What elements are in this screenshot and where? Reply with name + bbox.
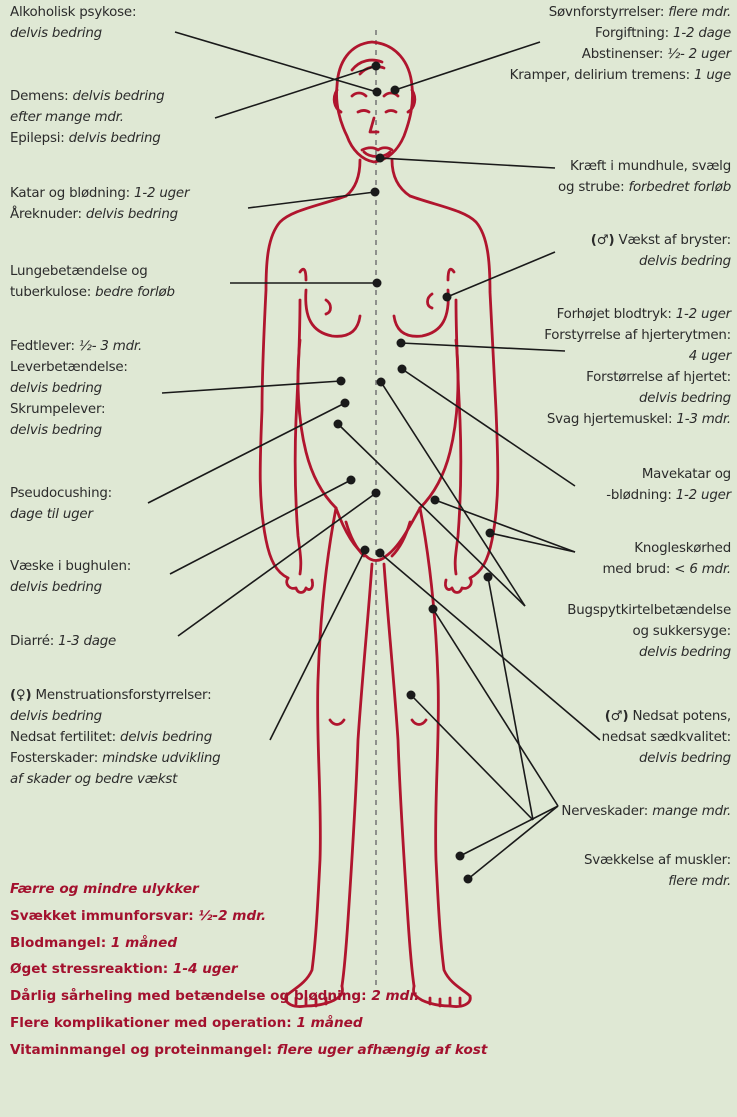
male-symbol-icon: (♂) [591,233,615,248]
label-knogleskoerhed: Knogleskørhed med brud: < 6 mdr. [602,538,731,580]
body-outline [260,42,498,1007]
label-pseudocushing: Pseudocushing: dage til uger [10,483,112,525]
label-muskler: Svækkelse af muskler: flere mdr. [584,850,731,892]
footer-item: Øget stressreaktion: 1-4 uger [10,956,487,983]
footer-item: Vitaminmangel og proteinmangel: flere ug… [10,1037,487,1064]
label-vaekst-bryster: (♂) Vækst af bryster: delvis bedring [591,230,731,272]
female-symbol-icon: (♀) [10,688,31,703]
label-diarre: Diarré: 1-3 dage [10,631,116,652]
male-symbol-icon: (♂) [605,709,629,724]
label-menstruation-fertilitet: (♀) Menstruationsforstyrrelser: delvis b… [10,685,220,790]
label-psykose: Alkoholisk psykose: delvis bedring [10,2,136,44]
label-lungebetaendelse: Lungebetændelse og tuberkulose: bedre fo… [10,261,175,303]
label-kraeft-mundhule: Kræft i mundhule, svælg og strube: forbe… [558,156,731,198]
label-soevn-abstinenser: Søvnforstyrrelser: flere mdr. Forgiftnin… [510,2,731,86]
label-lever: Fedtlever: ½- 3 mdr. Leverbetændelse: de… [10,336,142,441]
label-demens-epilepsi: Demens: delvis bedring efter mange mdr. … [10,86,164,149]
footer-item: Dårlig sårheling med betændelse og blødn… [10,983,487,1010]
footer-item: Færre og mindre ulykker [10,876,487,903]
footer-item: Flere komplikationer med operation: 1 må… [10,1010,487,1037]
label-mavekatar: Mavekatar og -blødning: 1-2 uger [606,464,731,506]
label-hjerte: Forhøjet blodtryk: 1-2 uger Forstyrrelse… [544,304,731,430]
footer-item: Blodmangel: 1 måned [10,930,487,957]
label-katar-aareknuder: Katar og blødning: 1-2 uger Åreknuder: d… [10,183,189,225]
label-potens: (♂) Nedsat potens, nedsat sædkvalitet: d… [602,706,731,769]
label-bugspytkirtel: Bugspytkirtelbetændelse og sukkersyge: d… [567,600,731,663]
label-nerveskader: Nerveskader: mange mdr. [561,801,731,822]
footer-list: Færre og mindre ulykker Svækket immunfor… [10,876,487,1064]
label-vaeske-bughulen: Væske i bughulen: delvis bedring [10,556,131,598]
footer-item: Svækket immunforsvar: ½-2 mdr. [10,903,487,930]
